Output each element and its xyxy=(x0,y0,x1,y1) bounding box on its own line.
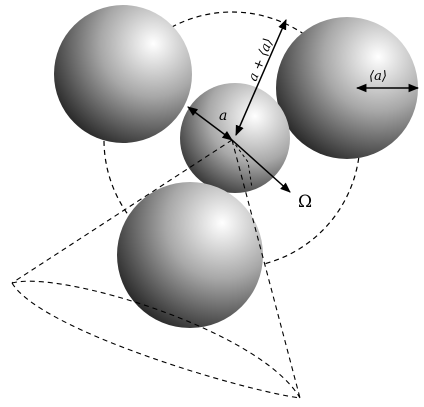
mean-radius-label: ⟨a⟩ xyxy=(369,69,387,84)
sphere-bottom xyxy=(117,182,263,328)
distance-label: a + ⟨a⟩ xyxy=(246,36,277,83)
cone-base-front xyxy=(11,282,301,399)
radius-a-label: a xyxy=(219,108,227,124)
omega-label: Ω xyxy=(298,192,312,212)
omega-arrow xyxy=(231,139,291,193)
sphere-top-left xyxy=(54,5,192,143)
sphere-right xyxy=(276,17,418,159)
cone-edge-left xyxy=(11,139,233,284)
cone-base-back xyxy=(11,280,301,399)
radius-a-arrow xyxy=(187,106,233,141)
cone-axis-inner xyxy=(231,139,253,189)
distance-arrow xyxy=(235,19,287,136)
